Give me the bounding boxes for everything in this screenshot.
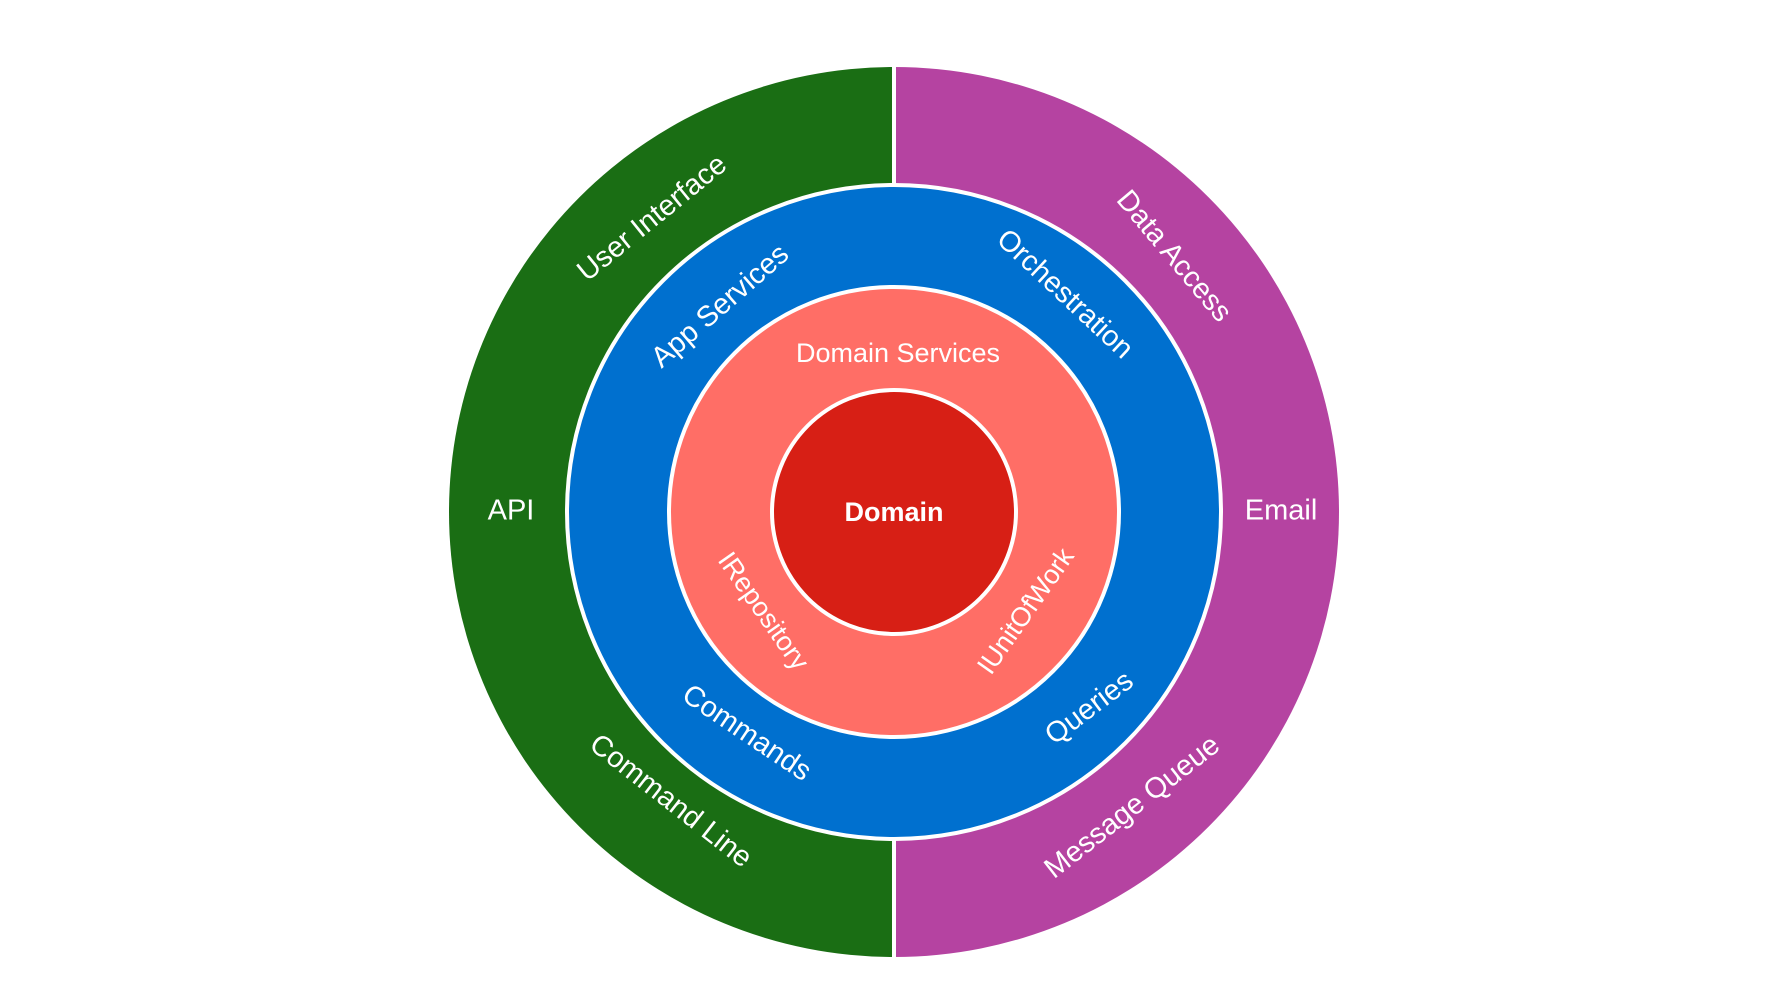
label-email: Email <box>1245 495 1318 527</box>
domain-core <box>770 388 1018 636</box>
label-api: API <box>488 495 535 527</box>
label-domain-services: Domain Services <box>796 338 1000 368</box>
label-domain: Domain <box>844 497 943 527</box>
